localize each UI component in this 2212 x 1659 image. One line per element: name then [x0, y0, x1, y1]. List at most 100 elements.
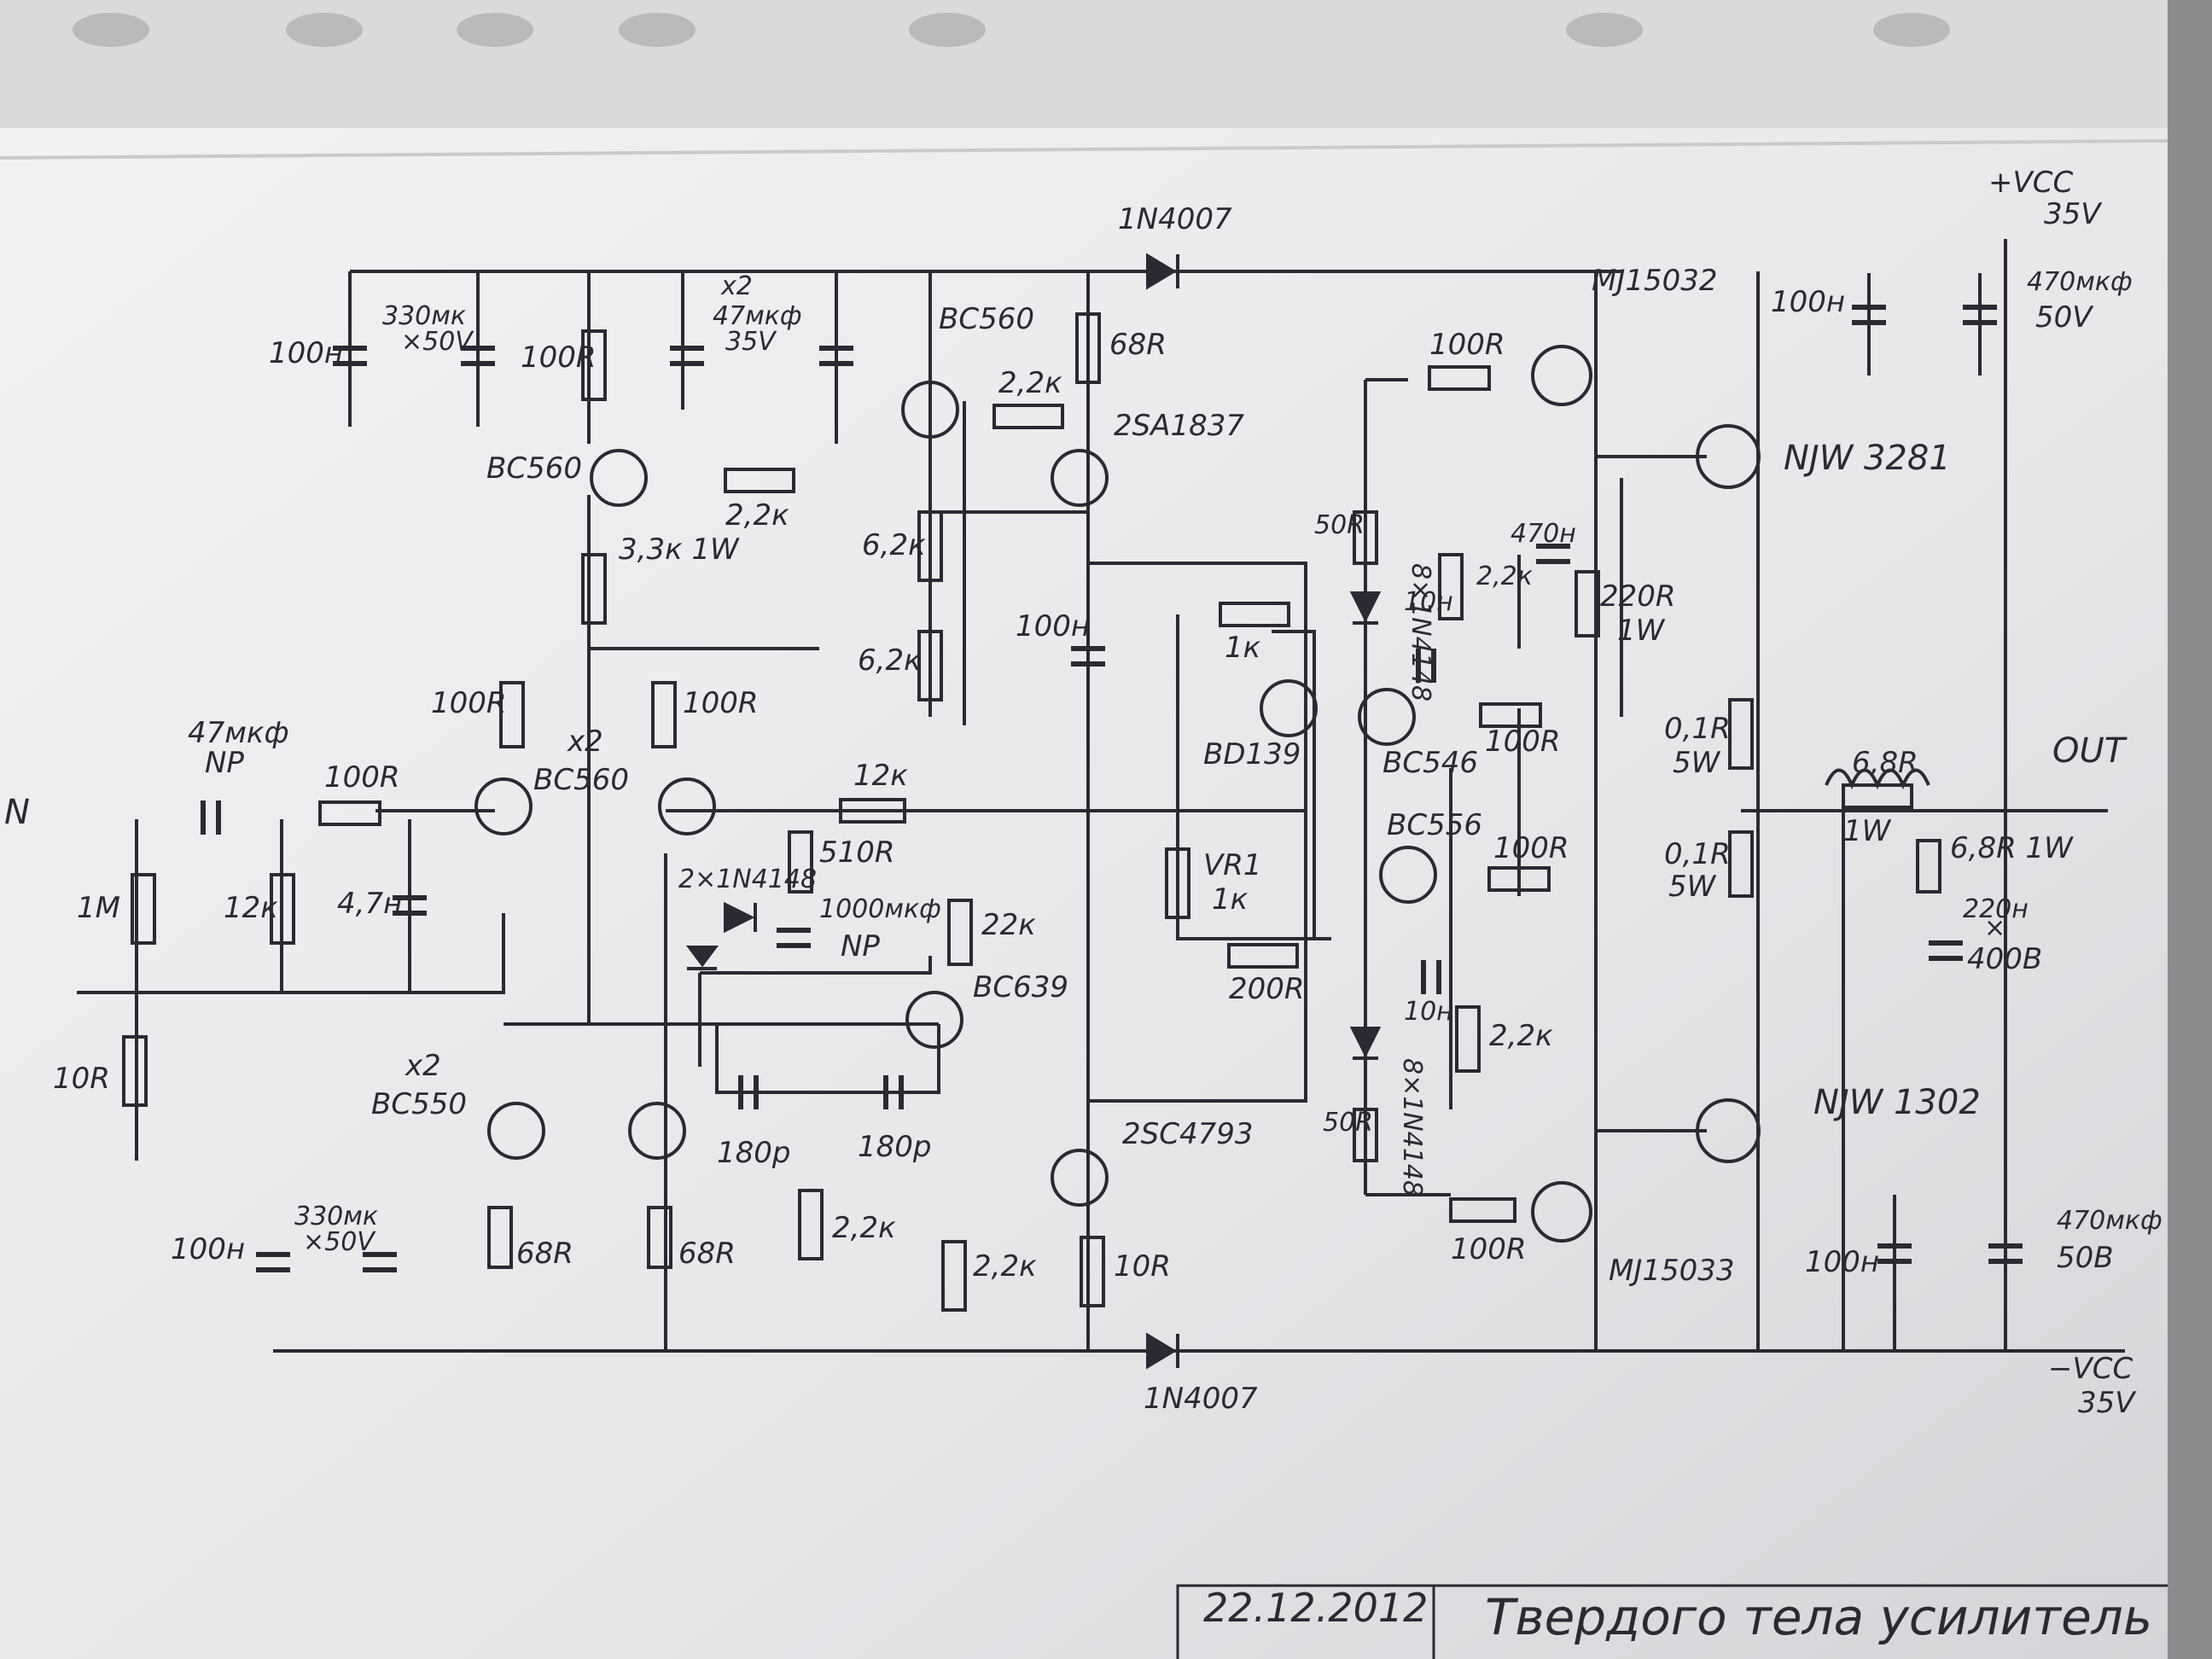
label-r12k-fb: 12к — [853, 759, 908, 793]
transistor-bc560-top — [590, 449, 648, 507]
label-c220n-b: × — [1984, 913, 2005, 943]
label-2sc4793: 2SC4793 — [1122, 1117, 1253, 1151]
label-r2k2-a: 2,2к — [725, 498, 789, 533]
label-2sa1837: 2SA1837 — [1114, 409, 1244, 443]
transistor-bc560-pair-left — [474, 777, 533, 835]
label-c47u-np-a: 47мкф — [188, 716, 289, 750]
label-c330u-d: ×50V — [303, 1227, 376, 1257]
transistor-njw3281 — [1696, 424, 1761, 489]
label-c330u-a: 330мк — [382, 301, 466, 331]
label-c100n-mid: 100н — [1016, 609, 1090, 643]
resistor-100r-top — [581, 329, 607, 401]
label-r6k2-b: 6,2к — [858, 643, 922, 678]
resistor-100r-lower — [1449, 1197, 1516, 1223]
resistor-100r-upper — [1428, 365, 1491, 391]
label-r01r-a2: 5W — [1673, 746, 1721, 780]
capacitor-4n7 — [393, 895, 427, 916]
resistor-2k2-lower — [1455, 1005, 1481, 1073]
capacitor-1000u-np — [777, 928, 811, 948]
transistor-bc639 — [905, 991, 963, 1049]
label-c47u-a: 47мкф — [713, 301, 802, 331]
resistor-100r-input — [318, 800, 381, 826]
capacitor-47u-b — [819, 346, 853, 366]
capacitor-470n — [1536, 544, 1570, 564]
punch-holes — [73, 13, 1950, 47]
resistor-01r-b — [1728, 830, 1754, 898]
label-r68r-bl-a: 68R — [516, 1237, 573, 1271]
label-bc560-ref: BC560 — [939, 302, 1034, 336]
label-c1000u-b: NP — [841, 929, 880, 963]
transistor-2sc4793 — [1051, 1149, 1109, 1207]
resistors — [122, 312, 1941, 1312]
title-block — [1176, 1584, 2168, 1659]
diode-1n4007-bottom — [1146, 1332, 1179, 1370]
label-c47u-np-b: NP — [205, 746, 244, 780]
label-c180p-a: 180р — [717, 1136, 790, 1170]
capacitor-47u-a — [670, 346, 704, 366]
capacitor-100n-top-left — [333, 346, 367, 366]
label-c10n-dn: 10н — [1404, 997, 1453, 1027]
capacitor-470u-bottom — [1988, 1243, 2023, 1264]
diodes — [686, 253, 1382, 1370]
label-r100r-bc546: 100R — [1485, 725, 1561, 759]
label-c100n-tr: 100н — [1771, 285, 1845, 319]
capacitor-10n-lower — [1421, 960, 1441, 994]
label-c180p-b: 180р — [858, 1130, 931, 1164]
label-r12k-in: 12к — [224, 891, 278, 925]
vcc-neg-label: −VCC — [2048, 1352, 2133, 1386]
label-r10r-drv: 10R — [1114, 1249, 1171, 1284]
label-r100r-dn: 100R — [1451, 1232, 1527, 1266]
label-bc550: BC550 — [371, 1087, 467, 1121]
label-r50r-up: 50R — [1314, 510, 1365, 540]
label-c1000u-a: 1000мкф — [819, 894, 941, 924]
label-c470u-a: 470мкф — [2027, 267, 2133, 297]
resistor-2k2-b — [992, 404, 1064, 429]
label-c100n-tl: 100н — [269, 336, 343, 370]
resistor-50r-lower — [1353, 1108, 1378, 1162]
label-c47n: 4,7н — [337, 887, 402, 921]
vcc-pos-label: +VCC — [1988, 166, 2073, 200]
capacitor-470u-top — [1963, 305, 1997, 325]
resistor-3k3 — [581, 553, 607, 625]
label-r2k2-dn: 2,2к — [1489, 1019, 1553, 1053]
label-r100r-bc556: 100R — [1493, 831, 1569, 865]
resistor-100r-bc556 — [1487, 866, 1551, 892]
transistor-bc560-pair-right — [658, 777, 716, 835]
vcc-neg-value: 35V — [2078, 1386, 2137, 1420]
label-bc560-pair: BC560 — [533, 763, 629, 797]
resistor-220r — [1575, 570, 1600, 637]
label-c470u-d: 50В — [2057, 1241, 2114, 1275]
input-label: N — [4, 793, 30, 832]
transistor-bd139 — [1260, 679, 1318, 737]
resistor-68r-bl-b — [647, 1206, 672, 1269]
resistor-200r — [1227, 943, 1299, 969]
vcc-pos-value: 35V — [2044, 197, 2103, 231]
label-r2k2-b: 2,2к — [998, 366, 1062, 400]
capacitor-100n-mid — [1071, 646, 1105, 667]
plastic-sleeve — [0, 0, 2168, 128]
label-njw3281: NJW 3281 — [1784, 439, 1951, 478]
label-c10n-up: 10н — [1404, 587, 1453, 617]
resistor-2k2-a — [724, 468, 795, 493]
resistor-12k-input — [270, 873, 295, 945]
capacitor-180p-b — [883, 1075, 904, 1109]
resistor-1k — [1219, 602, 1290, 627]
capacitor-100n-bottom-left — [256, 1252, 290, 1272]
label-bc639: BC639 — [973, 970, 1068, 1004]
resistor-2k2-upper — [1438, 553, 1464, 620]
label-bc556: BC556 — [1387, 808, 1482, 842]
label-c220n-c: 400В — [1967, 942, 2042, 976]
labels: +VCC 35V −VCC 35V 1N4007 1N4007 N OUT BC… — [4, 166, 2163, 1646]
resistor-510r — [788, 830, 813, 894]
resistor-50r-upper — [1353, 510, 1378, 565]
label-r68r-out-w: 1W — [1843, 814, 1892, 848]
label-vr1-b: 1к — [1212, 882, 1249, 917]
resistor-68r-zobel — [1916, 839, 1941, 894]
label-bc550-x2: x2 — [405, 1049, 441, 1083]
label-c330u-b: ×50V — [401, 327, 474, 357]
capacitor-330u-bottom — [363, 1252, 397, 1272]
capacitor-100n-bottom-right — [1877, 1243, 1912, 1264]
label-r2k2-up: 2,2к — [1476, 562, 1533, 591]
label-c47u-b: 35V — [725, 327, 777, 357]
label-r6k2-a: 6,2к — [862, 528, 926, 562]
